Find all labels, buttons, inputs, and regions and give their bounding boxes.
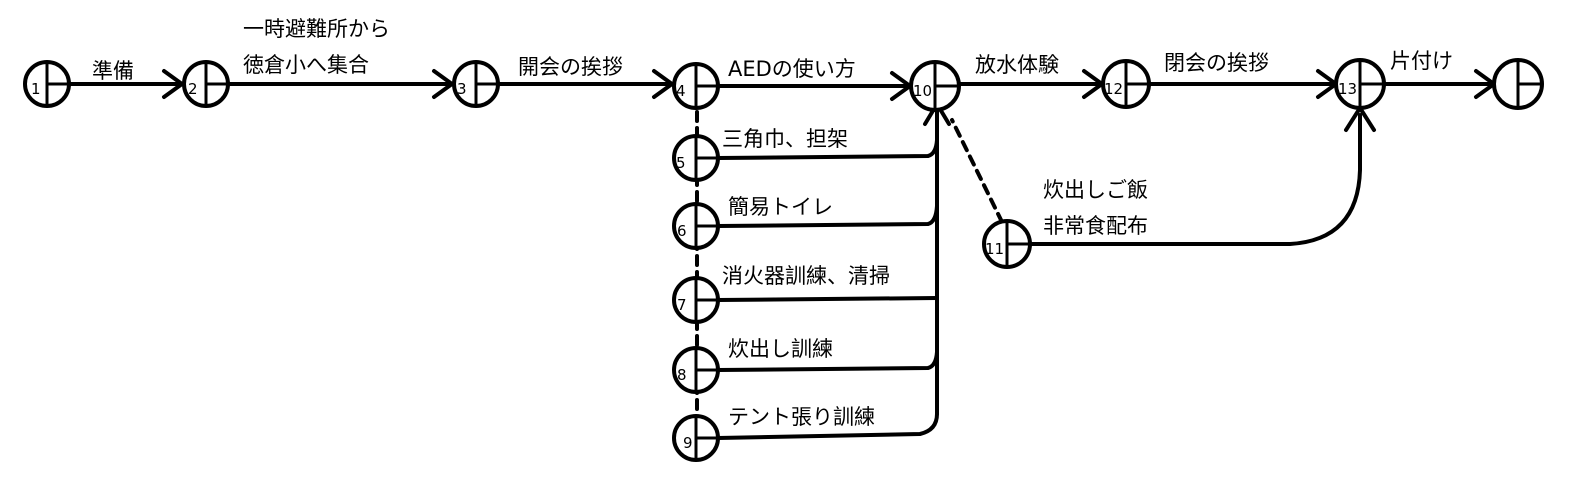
activity-label-5-10: 三角巾、担架 (722, 127, 848, 151)
node-11-number: 11 (985, 240, 1004, 258)
activity-label-4-10: AEDの使い方 (728, 57, 856, 81)
node-11: 11 (982, 219, 1032, 269)
node-12-number: 12 (1104, 80, 1123, 98)
edge-7-10 (716, 296, 939, 302)
node-10: 10 (909, 60, 961, 112)
node-6-number: 6 (677, 222, 687, 240)
activity-label-12-13: 閉会の挨拶 (1164, 51, 1269, 75)
node-10-number: 10 (913, 82, 932, 100)
node-12: 12 (1101, 59, 1151, 109)
activity-label-3-4: 開会の挨拶 (518, 55, 623, 79)
node-13: 13 (1334, 58, 1386, 110)
activity-label-2-3-line1: 一時避難所から (243, 17, 390, 41)
node-3-number: 3 (457, 80, 467, 98)
node-8: 8 (672, 346, 720, 394)
node-4-number: 4 (676, 82, 686, 100)
node-5-number: 5 (676, 154, 686, 172)
node-end (1492, 58, 1544, 110)
node-1-number: 1 (31, 80, 41, 98)
node-5: 5 (672, 134, 720, 182)
node-2-number: 2 (188, 80, 198, 98)
node-9-number: 9 (683, 434, 693, 452)
dummy-edge-11-10 (950, 118, 1004, 224)
activity-label-7-10: 消火器訓練、清掃 (722, 264, 890, 288)
activity-label-11-13-line1: 炊出しご飯 (1043, 178, 1148, 202)
activity-label-9-10: テント張り訓練 (728, 405, 875, 429)
activity-label-8-10: 炊出し訓練 (728, 337, 833, 361)
edge-9-10 (716, 412, 939, 440)
activity-label-1-2: 準備 (92, 59, 134, 83)
activity-label-10-12: 放水体験 (975, 53, 1059, 77)
node-2: 2 (182, 60, 230, 108)
activity-label-2-3-line2: 徳倉小へ集合 (243, 53, 369, 77)
activity-label-13-end: 片付け (1390, 49, 1453, 73)
node-13-number: 13 (1338, 80, 1357, 98)
node-7: 7 (672, 276, 720, 324)
node-4: 4 (672, 62, 720, 110)
node-6: 6 (672, 202, 720, 250)
node-8-number: 8 (677, 366, 687, 384)
node-1: 1 (23, 60, 71, 108)
node-3: 3 (452, 60, 500, 108)
edge-3-4 (498, 69, 674, 99)
edge-13-end (1382, 69, 1496, 99)
node-7-number: 7 (677, 296, 687, 314)
node-9: 9 (672, 414, 720, 462)
activity-label-11-13-line2: 非常食配布 (1043, 214, 1148, 238)
activity-label-6-10: 簡易トイレ (728, 195, 833, 219)
